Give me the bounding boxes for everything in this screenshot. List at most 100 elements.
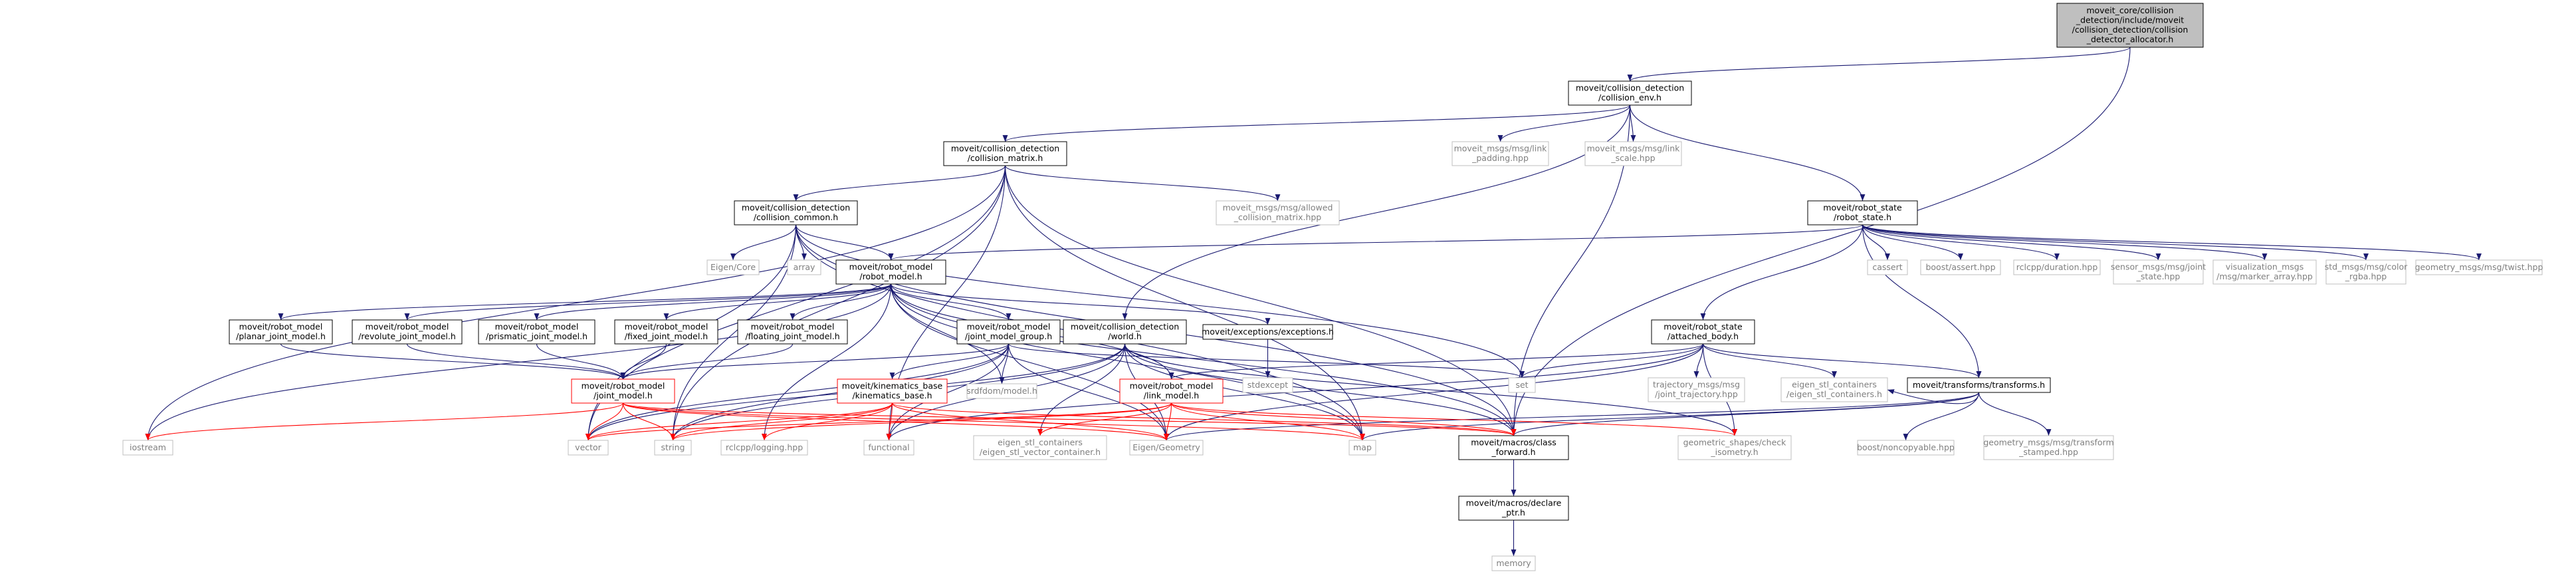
node-env[interactable]: moveit/collision_detection/collision_env… [1568,80,1692,106]
edge-kinematics-to-class_forward [891,402,1517,436]
node-class_forward[interactable]: moveit/macros/class_forward.h [1458,435,1569,460]
node-joint_state: sensor_msgs/msg/joint_state.hpp [2111,259,2206,285]
node-box-marker_array [2212,259,2317,285]
edge-link_model-to-eigen_geom [1164,402,1172,441]
node-functional: functional [863,440,914,456]
node-box-traj [1648,377,1745,402]
node-jmg[interactable]: moveit/robot_model/joint_model_group.h [956,319,1061,345]
node-logging: rclcpp/logging.hpp [720,440,808,456]
node-label-joint_state-line-1: _state.hpp [2136,271,2181,281]
node-srdf: srdfdom/model.h [966,383,1037,399]
edge-kinematics-to-vector [586,402,893,441]
edge-env-to-cmatrix [1002,104,1631,142]
node-check_iso: geometric_shapes/check_isometry.h [1677,435,1792,460]
node-label-robot_model-line-1: /robot_model.h [859,271,922,281]
node-label-robot_state-line-1: /robot_state.h [1834,212,1891,222]
node-label-tf_stamped-line-0: geometry_msgs/msg/transform [1983,438,2113,448]
edge-robot_state-to-robot_model [889,224,1864,261]
edge-root-to-class_forward [1511,47,2131,436]
edge-robot_model-to-eigen_geom [890,283,1169,441]
node-box-logging [720,440,808,456]
node-cassert: cassert [1867,259,1908,275]
node-box-allowed_cm [1216,200,1340,225]
node-robot_state[interactable]: moveit/robot_state/robot_state.h [1807,200,1918,225]
node-label-class_forward-line-1: _forward.h [1491,447,1535,457]
node-label-revolute-line-0: moveit/robot_model [366,322,449,332]
edge-jmg-to-functional [886,343,1010,441]
node-map: map [1348,440,1376,456]
node-label-eigen_core-line-0: Eigen/Core [710,262,756,272]
nodes-layer: moveit_core/collision_detection/include/… [122,3,2543,571]
node-label-marker_array-line-1: /msg/marker_array.hpp [2216,271,2313,281]
edge-root-to-env [1627,47,2131,82]
edge-attached-to-link_model [1168,343,1704,380]
node-label-planar-line-0: moveit/robot_model [239,322,323,332]
node-box-eigen_stl [1780,377,1888,402]
node-root[interactable]: moveit_core/collision_detection/include/… [2056,3,2204,48]
node-label-declare_ptr-line-0: moveit/macros/declare [1466,498,1562,508]
edge-joint_model-to-iostream [145,402,624,441]
edge-robot_state-to-cassert [1862,224,1890,261]
node-rclcpp_duration: rclcpp/duration.hpp [2013,259,2101,275]
node-label-fixed-line-0: moveit/robot_model [625,322,708,332]
node-box-eigen_core [706,259,760,275]
node-robot_model[interactable]: moveit/robot_model/robot_model.h [835,259,946,285]
edge-robot_model-to-revolute [404,283,892,321]
node-world[interactable]: moveit/collision_detection/world.h [1063,319,1187,345]
node-boost_assert: boost/assert.hpp [1920,259,2001,275]
node-link_padding: moveit_msgs/msg/link_padding.hpp [1451,141,1549,166]
node-label-world-line-0: moveit/collision_detection [1071,322,1179,332]
node-transforms[interactable]: moveit/transforms/transforms.h [1907,377,2051,393]
node-label-cmatrix-line-1: /collision_matrix.h [968,153,1043,163]
node-link_scale: moveit_msgs/msg/link_scale.hpp [1584,141,1682,166]
edge-cmatrix-to-map [1004,165,1365,441]
node-label-color_rgba-line-1: _rgba.hpp [2345,271,2387,281]
node-box-ccommon [734,200,858,225]
edge-kinematics-to-string [670,402,893,441]
node-kinematics[interactable]: moveit/kinematics_base/kinematics_base.h [837,378,948,404]
node-prismatic[interactable]: moveit/robot_model/prismatic_joint_model… [478,319,595,345]
edge-link_model-to-vector [586,402,1172,441]
edge-robot_state-to-rclcpp_duration [1862,224,2060,261]
node-label-floating-line-0: moveit/robot_model [751,322,835,332]
edge-jmg-to-kinematics [889,343,1010,380]
edge-link_model-to-class_forward [1170,402,1517,436]
node-box-transforms [1907,377,2051,393]
node-label-allowed_cm-line-0: moveit_msgs/msg/allowed [1223,203,1333,213]
node-ccommon[interactable]: moveit/collision_detection/collision_com… [734,200,858,225]
edge-link_model-to-string [670,402,1172,441]
node-attached[interactable]: moveit/robot_state/attached_body.h [1651,319,1755,345]
node-stdexcept: stdexcept [1242,377,1293,393]
node-fixed[interactable]: moveit/robot_model/fixed_joint_model.h [614,319,718,345]
edge-link_model-to-eigen_stl_vec [1037,402,1172,436]
node-label-declare_ptr-line-1: _ptr.h [1501,508,1525,517]
node-floating[interactable]: moveit/robot_model/floating_joint_model.… [737,319,848,345]
node-label-floating-line-1: /floating_joint_model.h [745,331,839,341]
node-cmatrix[interactable]: moveit/collision_detection/collision_mat… [943,141,1067,166]
node-box-link_padding [1451,141,1549,166]
node-label-prismatic-line-1: /prismatic_joint_model.h [486,331,588,341]
edge-link_model-to-map [1170,402,1365,441]
node-joint_model[interactable]: moveit/robot_model/joint_model.h [571,378,675,404]
node-box-prismatic [478,319,595,345]
node-box-joint_model [571,378,675,404]
node-box-iostream [122,440,173,456]
node-label-attached-line-0: moveit/robot_state [1664,322,1743,332]
node-label-root-line-3: _detector_allocator.h [2086,35,2174,45]
node-tf_stamped: geometry_msgs/msg/transform_stamped.hpp [1983,435,2114,460]
node-revolute[interactable]: moveit/robot_model/revolute_joint_model.… [352,319,463,345]
node-label-rclcpp_duration-line-0: rclcpp/duration.hpp [2016,262,2098,272]
node-link_model[interactable]: moveit/robot_model/link_model.h [1119,378,1224,404]
node-exceptions[interactable]: moveit/exceptions/exceptions.h [1202,324,1334,340]
node-label-root-line-2: /collision_detection/collision [2072,25,2189,35]
node-box-twist [2415,259,2543,275]
node-planar[interactable]: moveit/robot_model/planar_joint_model.h [229,319,333,345]
edge-robot_state-to-marker_array [1862,224,2268,261]
node-memory: memory [1491,555,1536,571]
node-label-attached-line-1: /attached_body.h [1667,331,1739,341]
node-box-robot_model [835,259,946,285]
node-label-jmg-line-1: /joint_model_group.h [965,331,1052,341]
edge-world-to-eigen_stl_vec [1037,343,1126,436]
node-label-allowed_cm-line-1: _collision_matrix.hpp [1234,212,1322,222]
node-declare_ptr[interactable]: moveit/macros/declare_ptr.h [1458,496,1569,521]
